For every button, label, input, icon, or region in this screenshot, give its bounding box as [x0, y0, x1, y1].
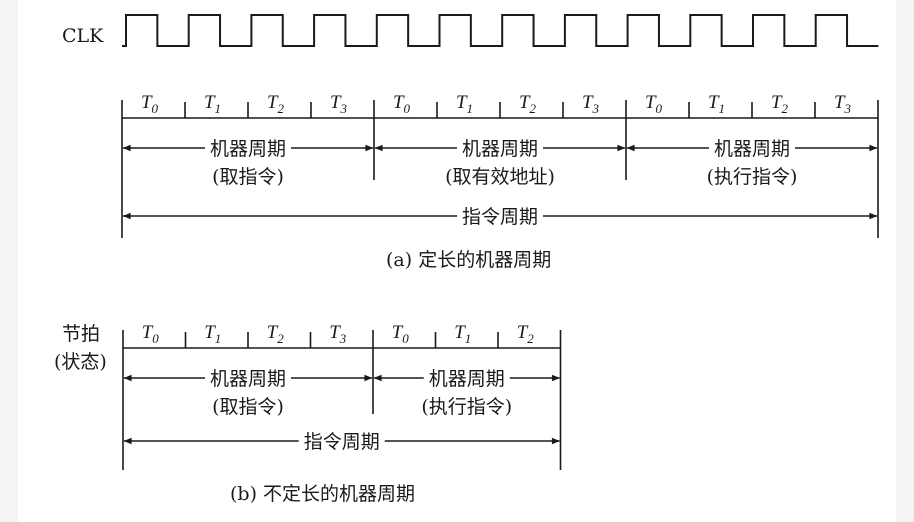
a-beat-sub-4: 0 [404, 101, 411, 116]
a-beat-label-8: T0 [645, 92, 663, 116]
b-beat-sub-0: 0 [152, 331, 159, 346]
a-beat-sub-11: 3 [844, 101, 852, 116]
b-beat-sub-5: 1 [465, 331, 472, 346]
a-beat-sub-5: 1 [467, 101, 474, 116]
a-beat-label-9: T1 [708, 92, 725, 116]
a-beat-label-0: T0 [141, 92, 159, 116]
caption-a: (a) 定长的机器周期 [386, 249, 551, 271]
b-beat-label-2: T2 [267, 322, 285, 346]
b-beat-label-1: T1 [204, 322, 221, 346]
a-instruction-cycle-label: 指令周期 [462, 206, 538, 228]
a-machine-cycle-2-subtitle: (执行指令) [707, 166, 798, 188]
b-beat-sub-3: 3 [339, 331, 347, 346]
b-instruction-cycle-label: 指令周期 [304, 431, 380, 453]
a-beat-label-5: T1 [456, 92, 473, 116]
a-machine-cycle-1-subtitle: (取有效地址) [445, 166, 555, 188]
clk-label: CLK [62, 25, 104, 47]
a-beat-label-1: T1 [204, 92, 221, 116]
a-beat-label-6: T2 [519, 92, 537, 116]
b-beat-label-6: T2 [517, 322, 535, 346]
b-beat-label-3: T3 [329, 322, 347, 346]
b-beat-label-0: T0 [142, 322, 160, 346]
a-beat-sub-10: 2 [782, 101, 789, 116]
a-beat-sub-0: 0 [152, 101, 159, 116]
caption-b: (b) 不定长的机器周期 [230, 483, 415, 505]
b-beat-sub-4: 0 [402, 331, 409, 346]
a-beat-sub-1: 1 [215, 101, 222, 116]
a-beat-label-3: T3 [330, 92, 348, 116]
a-beat-label-2: T2 [267, 92, 285, 116]
a-machine-cycle-0-label: 机器周期 [210, 138, 286, 160]
b-machine-cycle-0-label: 机器周期 [210, 368, 286, 390]
a-beat-label-10: T2 [771, 92, 789, 116]
a-machine-cycle-1-label: 机器周期 [462, 138, 538, 160]
a-beat-sub-7: 3 [592, 101, 600, 116]
a-beat-sub-6: 2 [530, 101, 537, 116]
diagram-b-variable-cycles: T0 T1 T2 T3 T0 T1 T2 机器周期 (取指令) 机器周期 (执行指令) 指令周期 [122, 322, 562, 470]
b-beat-sub-2: 2 [277, 331, 284, 346]
b-machine-cycle-0-subtitle: (取指令) [212, 396, 284, 418]
b-machine-cycle-1-label: 机器周期 [429, 368, 505, 390]
a-beat-sub-3: 3 [340, 101, 348, 116]
state-label-line2: (状态) [54, 351, 107, 373]
a-machine-cycle-0-subtitle: (取指令) [212, 166, 284, 188]
clk-square-wave [122, 14, 879, 47]
b-machine-cycle-1-subtitle: (执行指令) [421, 396, 512, 418]
b-beat-label-4: T0 [392, 322, 410, 346]
a-beat-sub-9: 1 [719, 101, 726, 116]
a-beat-label-4: T0 [393, 92, 411, 116]
clock-waveform [122, 14, 879, 47]
b-beat-sub-1: 1 [215, 331, 222, 346]
b-beat-label-5: T1 [454, 322, 471, 346]
a-beat-sub-8: 0 [656, 101, 663, 116]
diagram-a-fixed-cycles: T0 T1 T2 T3 T0 T1 T2 T3 T0 T1 T2 T3 机器周期 (取指令) 机器周期 (取有… [121, 92, 879, 238]
a-beat-label-7: T3 [582, 92, 600, 116]
a-beat-label-11: T3 [834, 92, 852, 116]
figure-frame [18, 0, 896, 522]
a-beat-sub-2: 2 [278, 101, 285, 116]
a-machine-cycle-2-label: 机器周期 [714, 138, 790, 160]
state-label-line1: 节拍 [62, 323, 100, 345]
b-beat-sub-6: 2 [527, 331, 534, 346]
